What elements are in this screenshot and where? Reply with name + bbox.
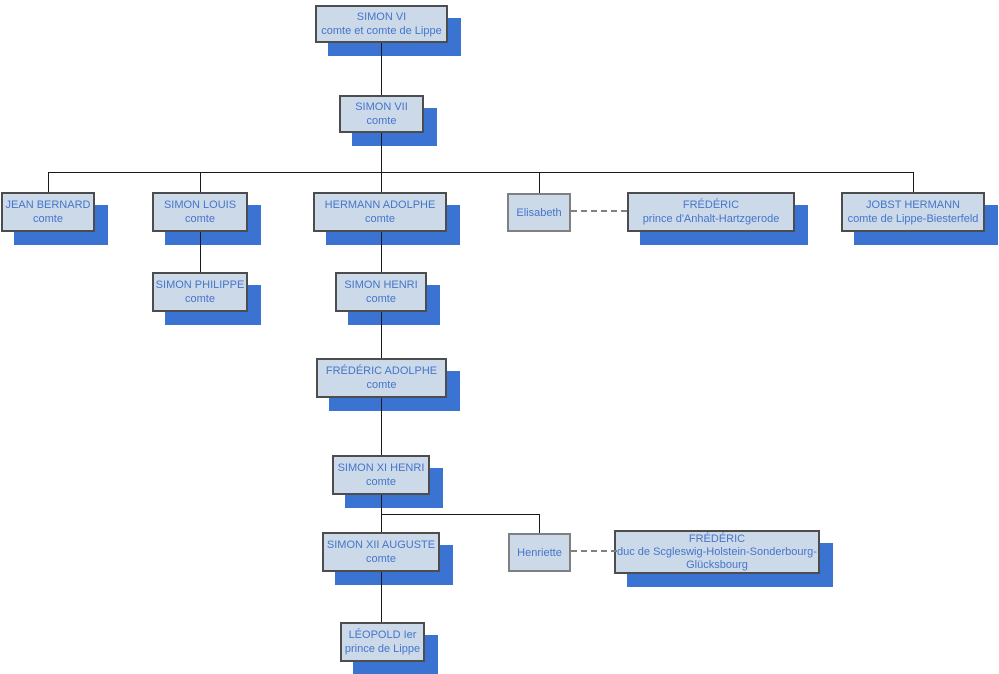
node-henriette[interactable]: Henriette <box>508 533 571 572</box>
node-hermann-adolphe[interactable]: HERMANN ADOLPHE comte <box>313 192 447 232</box>
person-title: comte et comte de Lippe <box>321 25 442 37</box>
connector-drop-simon-louis <box>200 172 201 192</box>
node-frederic-adolphe[interactable]: FRÉDÉRIC ADOLPHE comte <box>316 358 447 398</box>
node-simon-vi[interactable]: SIMON VI comte et comte de Lippe <box>315 5 448 43</box>
node-simon-vii[interactable]: SIMON VII comte <box>339 95 424 133</box>
person-title: comte <box>185 293 215 305</box>
node-simon-louis[interactable]: SIMON LOUIS comte <box>152 192 248 232</box>
node-jean-bernard[interactable]: JEAN BERNARD comte <box>1 192 95 232</box>
node-elisabeth[interactable]: Elisabeth <box>507 193 571 232</box>
person-name: HERMANN ADOLPHE <box>324 199 436 211</box>
marriage-dashed-line-henriette <box>571 550 617 552</box>
node-simon-xi-henri[interactable]: SIMON XI HENRI comte <box>332 455 430 495</box>
person-name: SIMON PHILIPPE <box>155 279 245 291</box>
connector-children-rail <box>48 172 914 173</box>
node-simon-xii-auguste[interactable]: SIMON XII AUGUSTE comte <box>322 532 440 572</box>
connector-drop-jean-bernard <box>48 172 49 192</box>
person-name: SIMON LOUIS <box>163 199 237 211</box>
connector-simonxi-rail <box>381 514 540 515</box>
person-name: Elisabeth <box>516 206 562 219</box>
connector-drop-jobst-hermann <box>913 172 914 192</box>
person-name: FRÉDÉRIC <box>682 199 740 211</box>
person-name: SIMON XI HENRI <box>337 462 425 474</box>
node-frederic-holstein[interactable]: FRÉDÉRIC duc de Scgleswig-Holstein-Sonde… <box>614 530 820 574</box>
person-name: SIMON HENRI <box>344 279 418 291</box>
person-title: comte <box>366 379 397 391</box>
person-title: comte <box>366 115 397 127</box>
node-frederic-anhalt[interactable]: FRÉDÉRIC prince d'Anhalt-Hartzgerode <box>627 192 795 232</box>
person-title: comte <box>33 213 63 225</box>
person-title: comte <box>365 213 395 225</box>
connector-drop-hermann-adolphe <box>381 172 382 192</box>
connector-simonxi-down <box>381 495 382 514</box>
connector-drop-henriette <box>539 514 540 533</box>
connector-fadolphe-simonxi <box>381 398 382 455</box>
person-title: comte de Lippe-Biesterfeld <box>847 213 979 225</box>
connector-simonlouis-philippe <box>200 232 201 272</box>
connector-simonvii-branch <box>381 133 382 172</box>
person-title: duc de Scgleswig-Holstein-Sonderbourg- G… <box>617 545 817 571</box>
connector-simonxii-leopold <box>381 572 382 622</box>
connector-simonvi-simonvii <box>381 43 382 95</box>
person-title: comte <box>366 476 396 488</box>
person-title: comte <box>366 293 396 305</box>
person-name: Henriette <box>517 546 562 559</box>
person-name: SIMON VI <box>356 11 407 23</box>
person-name: SIMON XII AUGUSTE <box>326 539 436 551</box>
person-title: prince d'Anhalt-Hartzgerode <box>642 213 780 225</box>
person-title: comte <box>366 553 396 565</box>
connector-drop-elisabeth <box>539 172 540 193</box>
person-name: JOBST HERMANN <box>866 199 960 211</box>
person-name: JEAN BERNARD <box>5 199 91 211</box>
node-jobst-hermann[interactable]: JOBST HERMANN comte de Lippe-Biesterfeld <box>841 192 985 232</box>
person-name: SIMON VII <box>355 101 408 113</box>
person-name: LÉOPOLD Ier <box>348 629 417 641</box>
connector-drop-simonxii <box>381 514 382 532</box>
connector-simonhenri-fadolphe <box>381 312 382 358</box>
connector-hermann-simonhenri <box>381 232 382 272</box>
node-simon-philippe[interactable]: SIMON PHILIPPE comte <box>152 272 248 312</box>
node-leopold-ier[interactable]: LÉOPOLD Ier prince de Lippe <box>340 622 425 662</box>
person-title: prince de Lippe <box>344 643 421 655</box>
person-title: comte <box>185 213 215 225</box>
person-name: FRÉDÉRIC <box>688 532 746 545</box>
marriage-dashed-line-elisabeth <box>571 210 627 212</box>
node-simon-henri[interactable]: SIMON HENRI comte <box>335 272 427 312</box>
person-name: FRÉDÉRIC ADOLPHE <box>325 365 438 377</box>
